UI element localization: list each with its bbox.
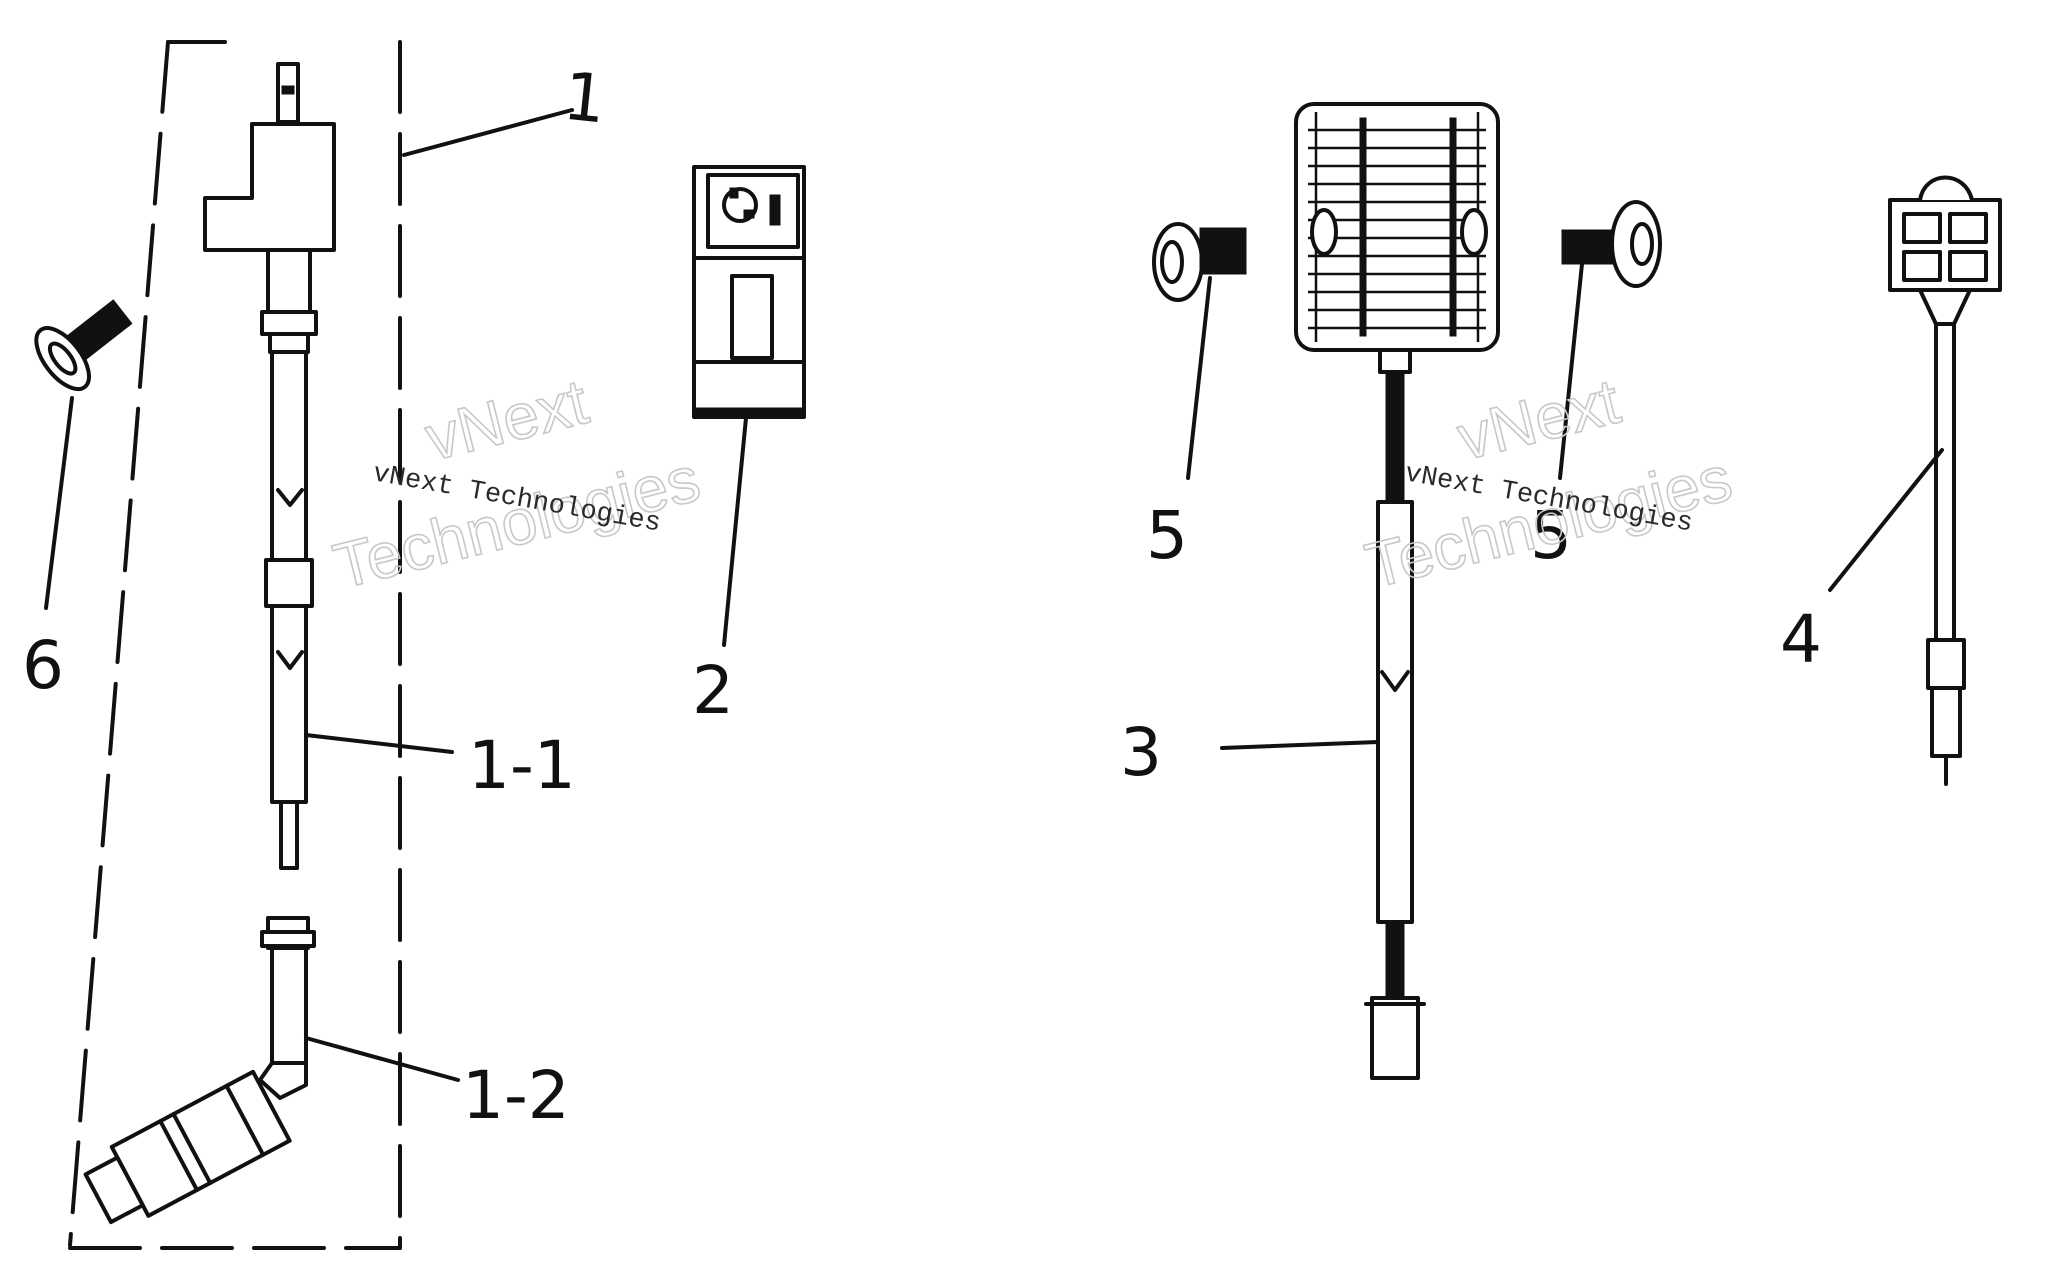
callout-6: 6 xyxy=(22,627,64,704)
bolt-part-5-left xyxy=(1152,222,1247,302)
angled-sensor-part xyxy=(83,916,316,1225)
leader-2 xyxy=(722,416,748,647)
leader-1 xyxy=(402,108,574,157)
screw-part-6 xyxy=(34,299,133,392)
leader-1-2 xyxy=(304,1036,460,1082)
watermark-right-line1: vNext xyxy=(1450,365,1626,474)
callout-5-right: 5 xyxy=(1530,497,1572,574)
leader-5a xyxy=(1186,276,1212,480)
callout-2: 2 xyxy=(692,652,734,729)
leader-5b xyxy=(1558,262,1584,480)
leader-6 xyxy=(44,396,74,610)
callout-3: 3 xyxy=(1120,714,1162,791)
connector-part-4 xyxy=(1888,175,2002,786)
leader-lines xyxy=(44,108,1944,1082)
watermark-left-line1: vNext xyxy=(418,365,594,474)
callout-4: 4 xyxy=(1780,601,1822,678)
bolt-part-5-right xyxy=(1561,200,1662,288)
callout-1: 1 xyxy=(560,58,610,139)
callout-1-2: 1-2 xyxy=(462,1057,570,1134)
leader-4 xyxy=(1828,448,1944,592)
assembly-1-dashed-border xyxy=(68,40,402,1250)
sensor-probe-part xyxy=(203,62,336,870)
regulator-part-3 xyxy=(1294,102,1500,1080)
callout-1-1: 1-1 xyxy=(468,727,576,804)
leader-1-1 xyxy=(304,733,454,754)
relay-part-2 xyxy=(692,165,806,419)
leader-3 xyxy=(1220,740,1380,750)
watermark-left: vNext Technologies xyxy=(326,364,708,603)
callout-5-left: 5 xyxy=(1146,497,1188,574)
